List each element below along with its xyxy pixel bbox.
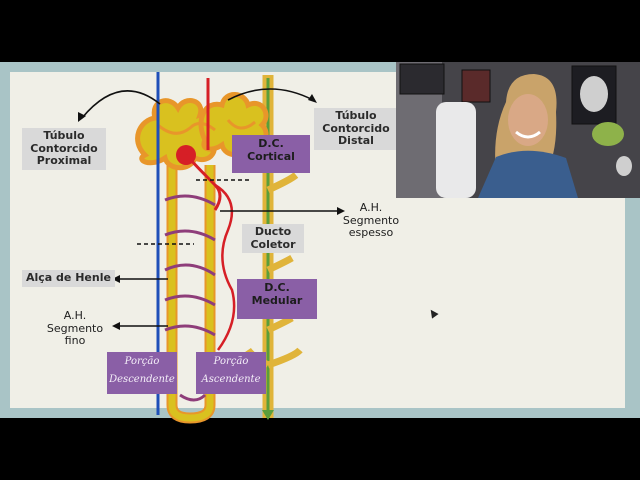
label-line: Cortical — [247, 149, 295, 163]
label-line: Túbulo — [43, 129, 85, 142]
label-line: Distal — [338, 134, 374, 148]
label-ducto-coletor: Ducto Coletor — [242, 224, 304, 254]
henle-loop-shape — [166, 165, 216, 424]
label-porcao-descendente: Porção Descendente — [107, 352, 177, 394]
label-line: Contorcido — [322, 121, 390, 135]
webcam-presenter — [396, 62, 640, 198]
label-line: Porção — [213, 356, 249, 367]
annotation-arrows — [78, 88, 345, 330]
label-line: Segmento — [46, 321, 104, 335]
label-line: Segmento — [342, 213, 400, 227]
label-line: A.H. — [63, 309, 87, 322]
label-line: fino — [64, 334, 86, 348]
label-line: Ascendente — [201, 373, 261, 385]
label-line: Medular — [251, 293, 303, 307]
label-dc-medular: D.C. Medular — [237, 279, 317, 319]
label-line: Porção — [124, 356, 160, 367]
label-dc-cortical: D.C. Cortical — [232, 135, 310, 173]
label-tubulo-proximal: Túbulo Contorcido Proximal — [22, 128, 106, 170]
label-line: Contorcido — [30, 141, 98, 155]
label-line: D.C. — [264, 281, 290, 294]
label-line: espesso — [348, 226, 394, 240]
label-line: Ducto — [254, 225, 292, 238]
label-line: Descendente — [109, 373, 175, 385]
label-porcao-ascendente: Porção Ascendente — [196, 352, 266, 394]
arrow-right-icon — [227, 88, 314, 101]
label-line: Proximal — [36, 154, 92, 168]
label-ah-espesso: A.H. Segmento espesso — [336, 201, 406, 240]
label-line: A.H. — [359, 201, 383, 214]
label-alca-henle: Alça de Henle — [22, 270, 115, 287]
label-line: D.C. — [258, 137, 284, 150]
arrow-left-icon — [81, 90, 161, 119]
region-dividers — [137, 179, 252, 245]
webcam-scene — [396, 62, 640, 198]
label-tubulo-distal: Túbulo Contorcido Distal — [314, 108, 398, 150]
label-ah-fino: A.H. Segmento fino — [40, 309, 110, 348]
label-line: Coletor — [250, 237, 296, 251]
label-line: Túbulo — [335, 109, 377, 122]
